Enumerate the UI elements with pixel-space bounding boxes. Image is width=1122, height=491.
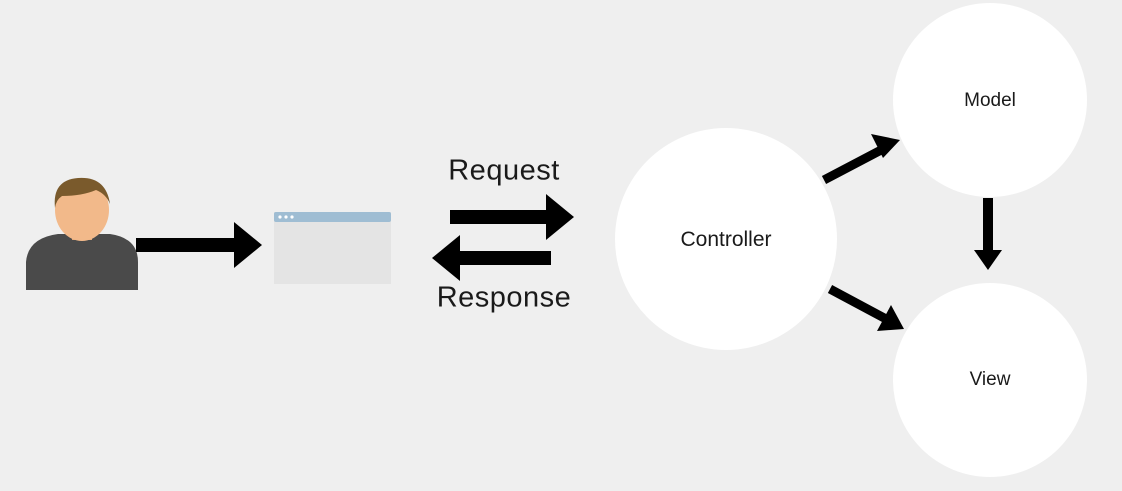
request-label: Request bbox=[448, 154, 560, 187]
user-avatar-icon bbox=[26, 177, 138, 290]
arrow-controller-to-view bbox=[827, 285, 904, 331]
view-node bbox=[893, 283, 1087, 477]
request-arrow bbox=[450, 194, 574, 240]
response-arrow bbox=[432, 235, 551, 281]
arrow-user-to-browser bbox=[136, 222, 262, 268]
controller-node bbox=[615, 128, 837, 350]
browser-window-icon bbox=[274, 212, 391, 284]
response-label: Response bbox=[436, 281, 572, 314]
controller-label: Controller bbox=[680, 228, 772, 251]
arrow-model-to-view bbox=[974, 198, 1002, 270]
arrow-controller-to-model bbox=[821, 134, 900, 184]
view-label: View bbox=[969, 369, 1011, 390]
model-label: Model bbox=[964, 90, 1016, 111]
model-node bbox=[893, 3, 1087, 197]
